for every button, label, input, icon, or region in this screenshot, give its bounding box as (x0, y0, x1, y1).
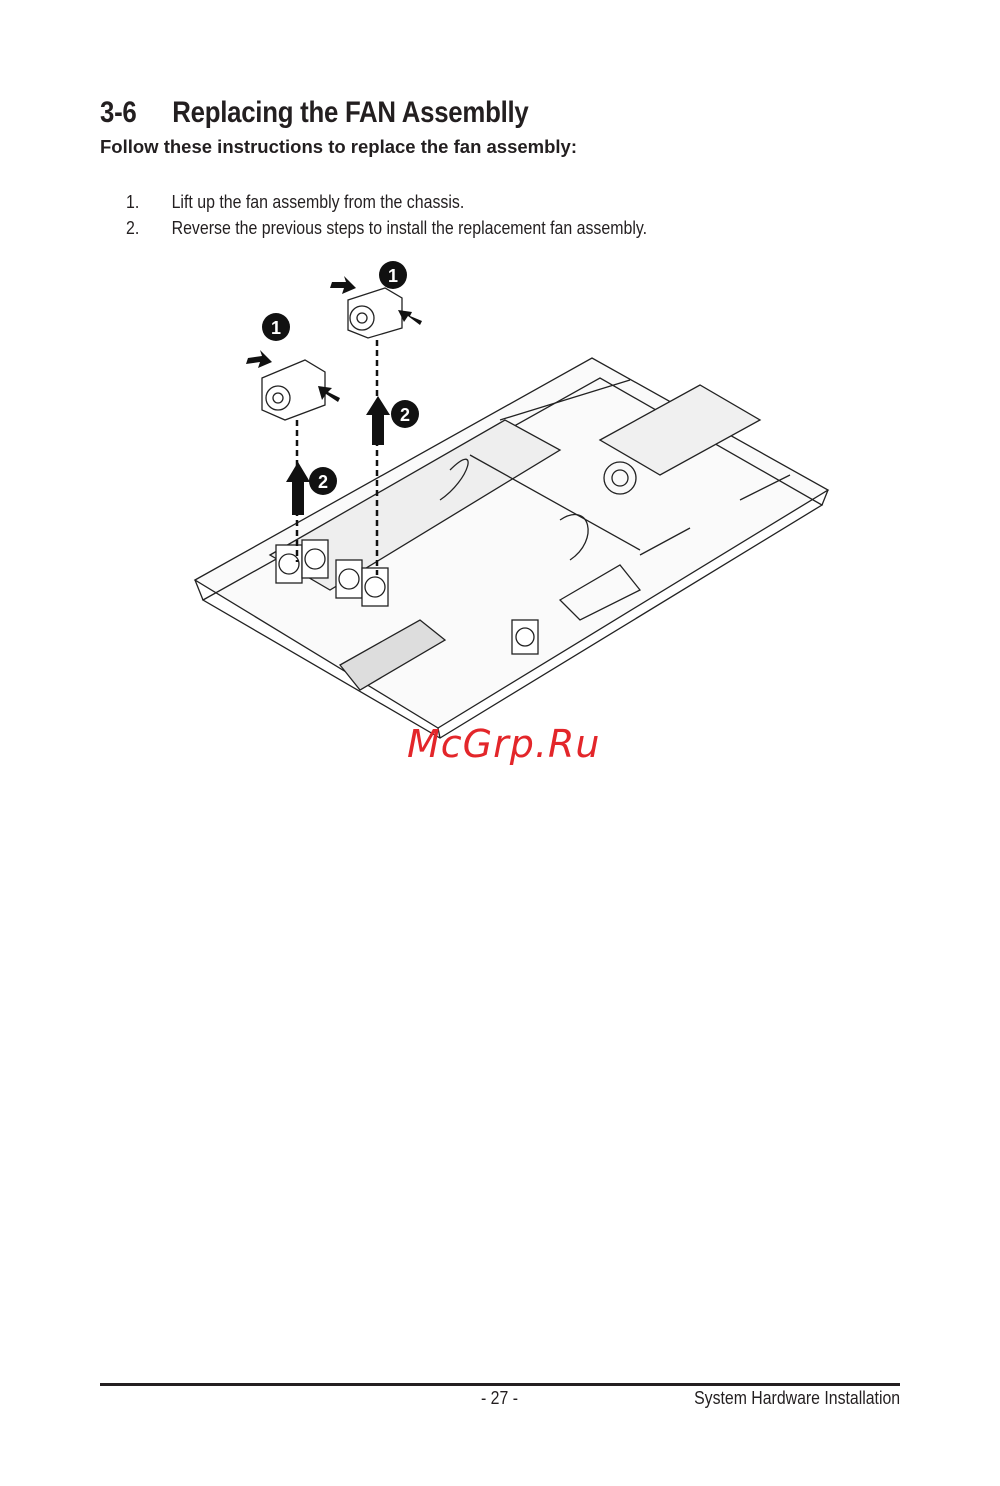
fan-module-left (261, 359, 326, 421)
callout-label: 2 (400, 405, 410, 425)
press-arrow-icon (318, 386, 340, 402)
fan-replacement-diagram: 1 1 2 2 (193, 261, 830, 739)
step-text: Lift up the fan assembly from the chassi… (171, 191, 465, 212)
callout-label: 1 (271, 318, 281, 338)
press-arrows (246, 276, 422, 402)
press-arrow-icon (398, 310, 422, 325)
press-arrow-icon (330, 276, 356, 294)
step-number: 2. (126, 217, 140, 238)
step-text: Reverse the previous steps to install th… (171, 217, 648, 238)
callout-label: 2 (318, 472, 328, 492)
instructions-intro: Follow these instructions to replace the… (100, 136, 577, 157)
section-title: 3-6 Replacing the FAN Assemblly (100, 96, 529, 130)
footer-divider (100, 1383, 900, 1386)
server-chassis (193, 357, 830, 739)
up-arrow-icon (286, 462, 310, 515)
footer-section-name: System Hardware Installation (693, 1388, 900, 1408)
watermark: McGrp.Ru (407, 722, 601, 766)
step-number: 1. (126, 191, 140, 212)
up-arrow-icon (366, 396, 390, 445)
fan-module-right (347, 287, 403, 339)
page-number: - 27 - (481, 1388, 518, 1408)
step-callouts: 1 1 2 2 (262, 261, 419, 495)
press-arrow-icon (246, 350, 272, 368)
callout-label: 1 (388, 266, 398, 286)
step-item: 1. Lift up the fan assembly from the chas… (126, 191, 464, 213)
step-item: 2. Reverse the previous steps to install … (126, 217, 647, 239)
installed-fans (275, 539, 539, 655)
section-number: 3-6 (100, 96, 137, 129)
lift-arrows (286, 396, 390, 515)
section-title-text: Replacing the FAN Assemblly (172, 96, 529, 129)
